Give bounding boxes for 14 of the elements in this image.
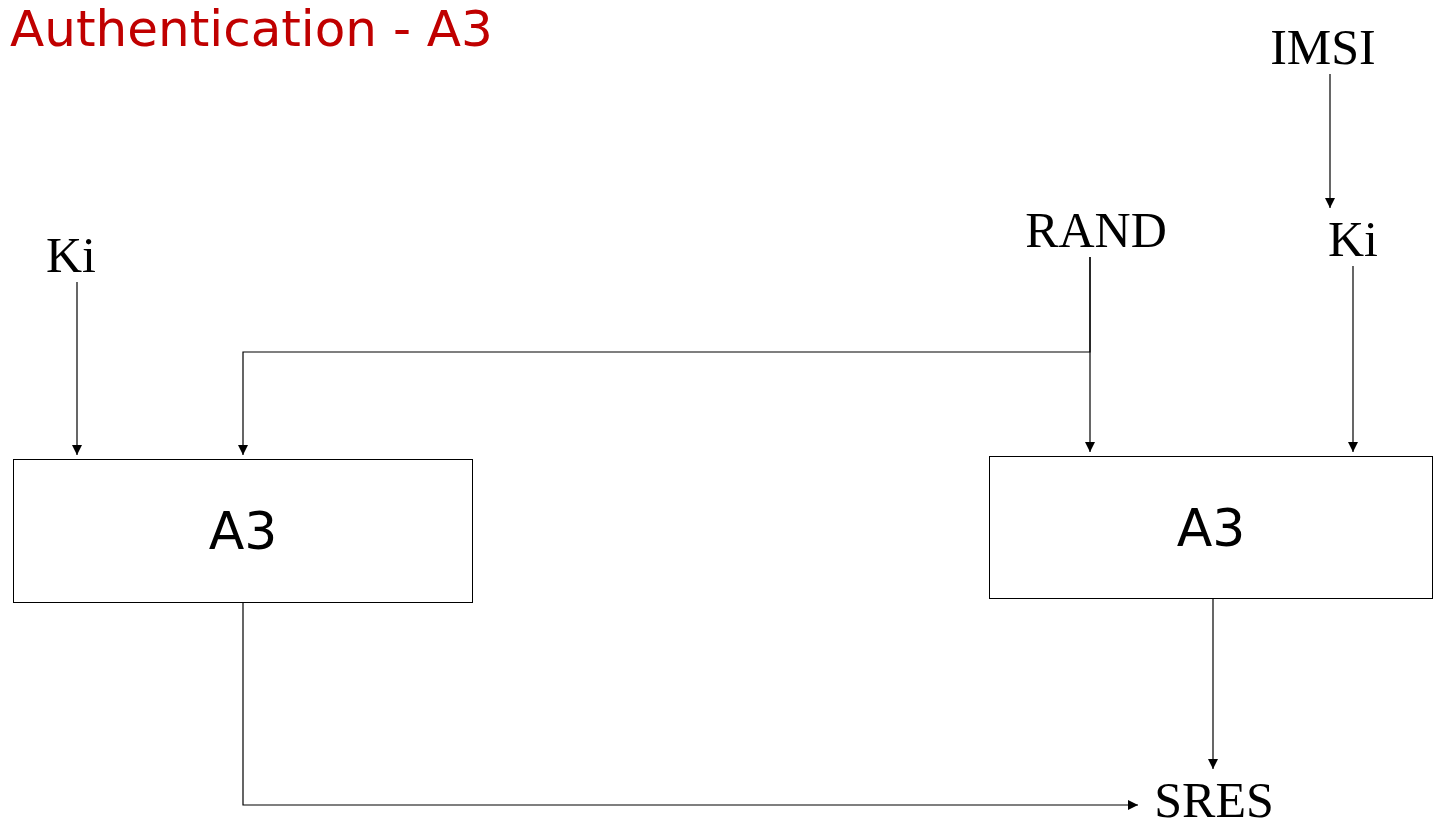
- signal-label: SRES: [1138, 773, 1290, 827]
- arrow: [72, 281, 82, 456]
- process-box: A3: [13, 459, 473, 603]
- arrow: [1348, 265, 1358, 453]
- diagram-title: Authentication - A3: [10, 2, 493, 57]
- signal-label: IMSI: [1252, 20, 1394, 74]
- arrow: [1085, 256, 1095, 453]
- signal-label: Ki: [1318, 212, 1388, 266]
- signal-label: RAND: [1005, 203, 1187, 257]
- arrow: [1325, 73, 1335, 209]
- arrow: [1208, 598, 1218, 770]
- process-box: A3: [989, 456, 1433, 599]
- arrow: [242, 602, 1139, 810]
- signal-label: Ki: [38, 228, 104, 282]
